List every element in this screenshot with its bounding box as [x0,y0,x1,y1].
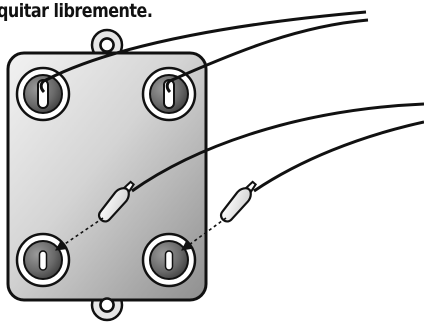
screw-terminal-bottom-left [15,232,71,288]
wire-top-right [165,18,369,94]
wire-lower-left [131,102,424,193]
screw-terminal-top-right [141,66,197,122]
spade-connector-left [97,180,135,223]
spade-connector-right [219,180,257,223]
screw-terminal-bottom-right [141,232,197,288]
caption-text: quitar libremente. [0,0,153,22]
screw-terminal-top-left [15,66,71,122]
wire-top-left [39,10,367,94]
wire-lower-right [253,120,424,193]
